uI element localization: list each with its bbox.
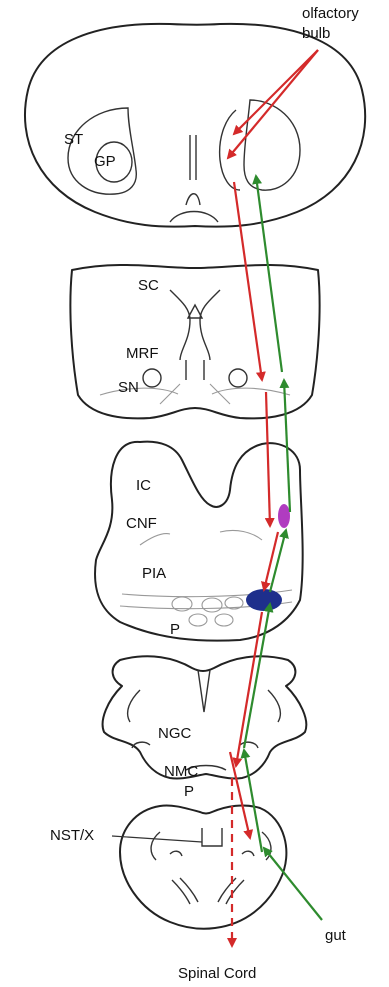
midbrain-section: SC MRF SN bbox=[70, 265, 319, 418]
label-ic: IC bbox=[136, 477, 151, 494]
label-pia: PIA bbox=[142, 565, 166, 582]
label-mrf: MRF bbox=[126, 345, 159, 362]
nucleus-pia-marker bbox=[246, 589, 282, 611]
label-st: ST bbox=[64, 131, 83, 148]
label-olfactory-bulb-line2: bulb bbox=[302, 25, 330, 42]
medulla-lower-section: NST/X bbox=[50, 805, 286, 928]
label-sc: SC bbox=[138, 277, 159, 294]
label-nmc: NMC bbox=[164, 763, 198, 780]
label-olfactory-bulb-line1: olfactory bbox=[302, 5, 359, 22]
label-nst-x: NST/X bbox=[50, 827, 94, 844]
label-ngc: NGC bbox=[158, 725, 192, 742]
medulla-upper-section: NGC NMC P bbox=[103, 656, 307, 800]
label-p-upper: P bbox=[170, 621, 180, 638]
pons-section: IC CNF PIA P bbox=[95, 442, 303, 641]
label-sn: SN bbox=[118, 379, 139, 396]
label-p-lower: P bbox=[184, 783, 194, 800]
nucleus-cnf-marker bbox=[278, 504, 290, 528]
label-cnf: CNF bbox=[126, 515, 157, 532]
label-spinal-cord: Spinal Cord bbox=[178, 965, 256, 982]
label-gut: gut bbox=[325, 927, 347, 944]
label-gp: GP bbox=[94, 153, 116, 170]
